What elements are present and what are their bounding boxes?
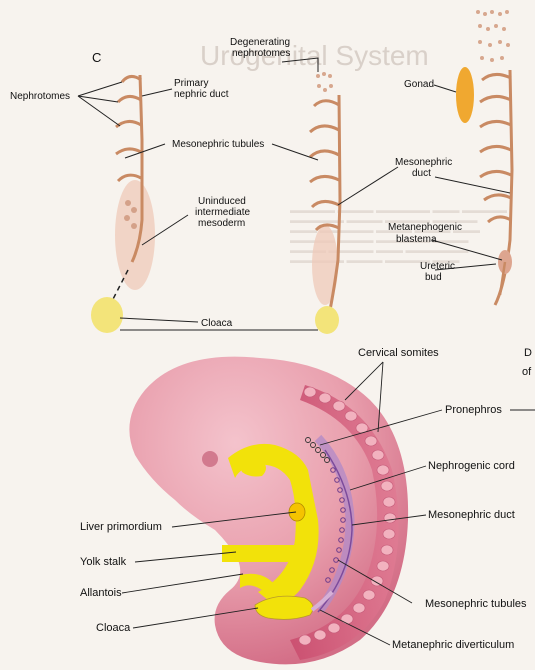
label-degenerating-2: nephrotomes bbox=[232, 48, 291, 59]
label-mesonephric-tubules: Mesonephric tubules bbox=[172, 139, 265, 150]
top-panel bbox=[77, 10, 514, 334]
label-mesonephric-duct-2: duct bbox=[412, 168, 431, 179]
mesonephric-tubule-dots bbox=[325, 467, 346, 583]
degenerating-dots-3 bbox=[476, 10, 510, 62]
cloaca-stage-2 bbox=[315, 306, 339, 334]
stage-2-blastema bbox=[312, 225, 338, 305]
label-cloaca-bottom: Cloaca bbox=[96, 622, 131, 634]
ghost-heading: Urogenital System bbox=[200, 40, 429, 71]
stage-1-degenerating-buds bbox=[124, 200, 137, 229]
duct-extension-dashed bbox=[109, 269, 129, 306]
label-allantois: Allantois bbox=[80, 587, 122, 599]
label-pronephros: Pronephros bbox=[445, 404, 502, 416]
label-ureteric-1: Ureteric bbox=[420, 261, 456, 272]
label-cervical-somites: Cervical somites bbox=[358, 347, 439, 359]
stage-3-tubules bbox=[479, 73, 512, 224]
cloaca-shape bbox=[254, 595, 314, 620]
pronephros-shape bbox=[305, 437, 330, 463]
label-mesonephric-tubules-bottom: Mesonephric tubules bbox=[425, 598, 527, 610]
label-metanephric-diverticulum: Metanephric diverticulum bbox=[392, 639, 515, 651]
edge-letter-d: D bbox=[524, 347, 532, 359]
yolk-stalk-shape bbox=[222, 545, 300, 562]
label-ureteric-2: bud bbox=[425, 272, 442, 283]
label-metanephogenic-2: blastema bbox=[396, 234, 437, 245]
bottom-panel bbox=[121, 356, 535, 665]
cloaca-stage-1 bbox=[91, 297, 123, 333]
gonad-shape bbox=[456, 67, 474, 123]
label-nephrogenic-cord: Nephrogenic cord bbox=[428, 460, 515, 472]
label-nephrotomes: Nephrotomes bbox=[10, 91, 71, 102]
stage-2-mesonephric bbox=[308, 72, 342, 334]
label-cloaca-top: Cloaca bbox=[201, 318, 233, 329]
primary-nephric-duct bbox=[130, 74, 144, 263]
metanephric-diverticulum-shape bbox=[310, 590, 334, 612]
label-mesonephric-duct-1: Mesonephric bbox=[395, 157, 453, 168]
edge-letter-of: of bbox=[522, 366, 532, 378]
stage-1-pronephric bbox=[91, 74, 155, 333]
label-degenerating-1: Degenerating bbox=[230, 37, 291, 48]
ureteric-bud-shape bbox=[498, 261, 507, 296]
label-yolk-stalk: Yolk stalk bbox=[80, 556, 127, 568]
mesonephric-duct-stage-2 bbox=[328, 94, 342, 311]
degenerating-dots-2 bbox=[316, 72, 333, 92]
optic-placode bbox=[202, 451, 218, 467]
bottom-leader-lines bbox=[121, 361, 535, 646]
somites bbox=[298, 386, 397, 646]
label-metanephogenic-1: Metanephogenic bbox=[388, 222, 462, 233]
top-leader-lines bbox=[77, 57, 511, 331]
nephrogenic-cord-shape bbox=[314, 434, 355, 613]
liver-primordium-shape bbox=[288, 502, 306, 522]
uninduced-mesoderm-blob bbox=[115, 180, 155, 290]
label-liver-primordium: Liver primordium bbox=[80, 521, 162, 533]
label-uninduced-1: Uninduced bbox=[198, 196, 246, 207]
allantois-shape bbox=[240, 573, 275, 590]
label-mesonephric-duct: Mesonephric duct bbox=[428, 509, 515, 521]
panel-letter: C bbox=[92, 50, 102, 65]
stage-2-tubules bbox=[308, 99, 340, 232]
gut-tube bbox=[228, 443, 319, 603]
label-uninduced-2: intermediate bbox=[195, 207, 251, 218]
mesonephric-duct-line bbox=[317, 449, 353, 613]
label-uninduced-3: mesoderm bbox=[198, 218, 246, 229]
ghost-text-block: ▬▬▬▬▬ ▬▬▬▬ ▬▬▬▬▬▬ ▬▬▬ ▬▬▬▬▬▬▬▬▬▬▬ ▬▬▬▬ ▬… bbox=[290, 205, 508, 265]
stage-1-tubules bbox=[115, 75, 142, 183]
pharynx-lobes bbox=[238, 457, 266, 477]
label-gonad: Gonad bbox=[404, 79, 435, 90]
label-primary-duct-1: Primary bbox=[174, 78, 209, 89]
label-primary-duct-2: nephric duct bbox=[174, 89, 229, 100]
stage-3-metanephric bbox=[456, 10, 514, 306]
